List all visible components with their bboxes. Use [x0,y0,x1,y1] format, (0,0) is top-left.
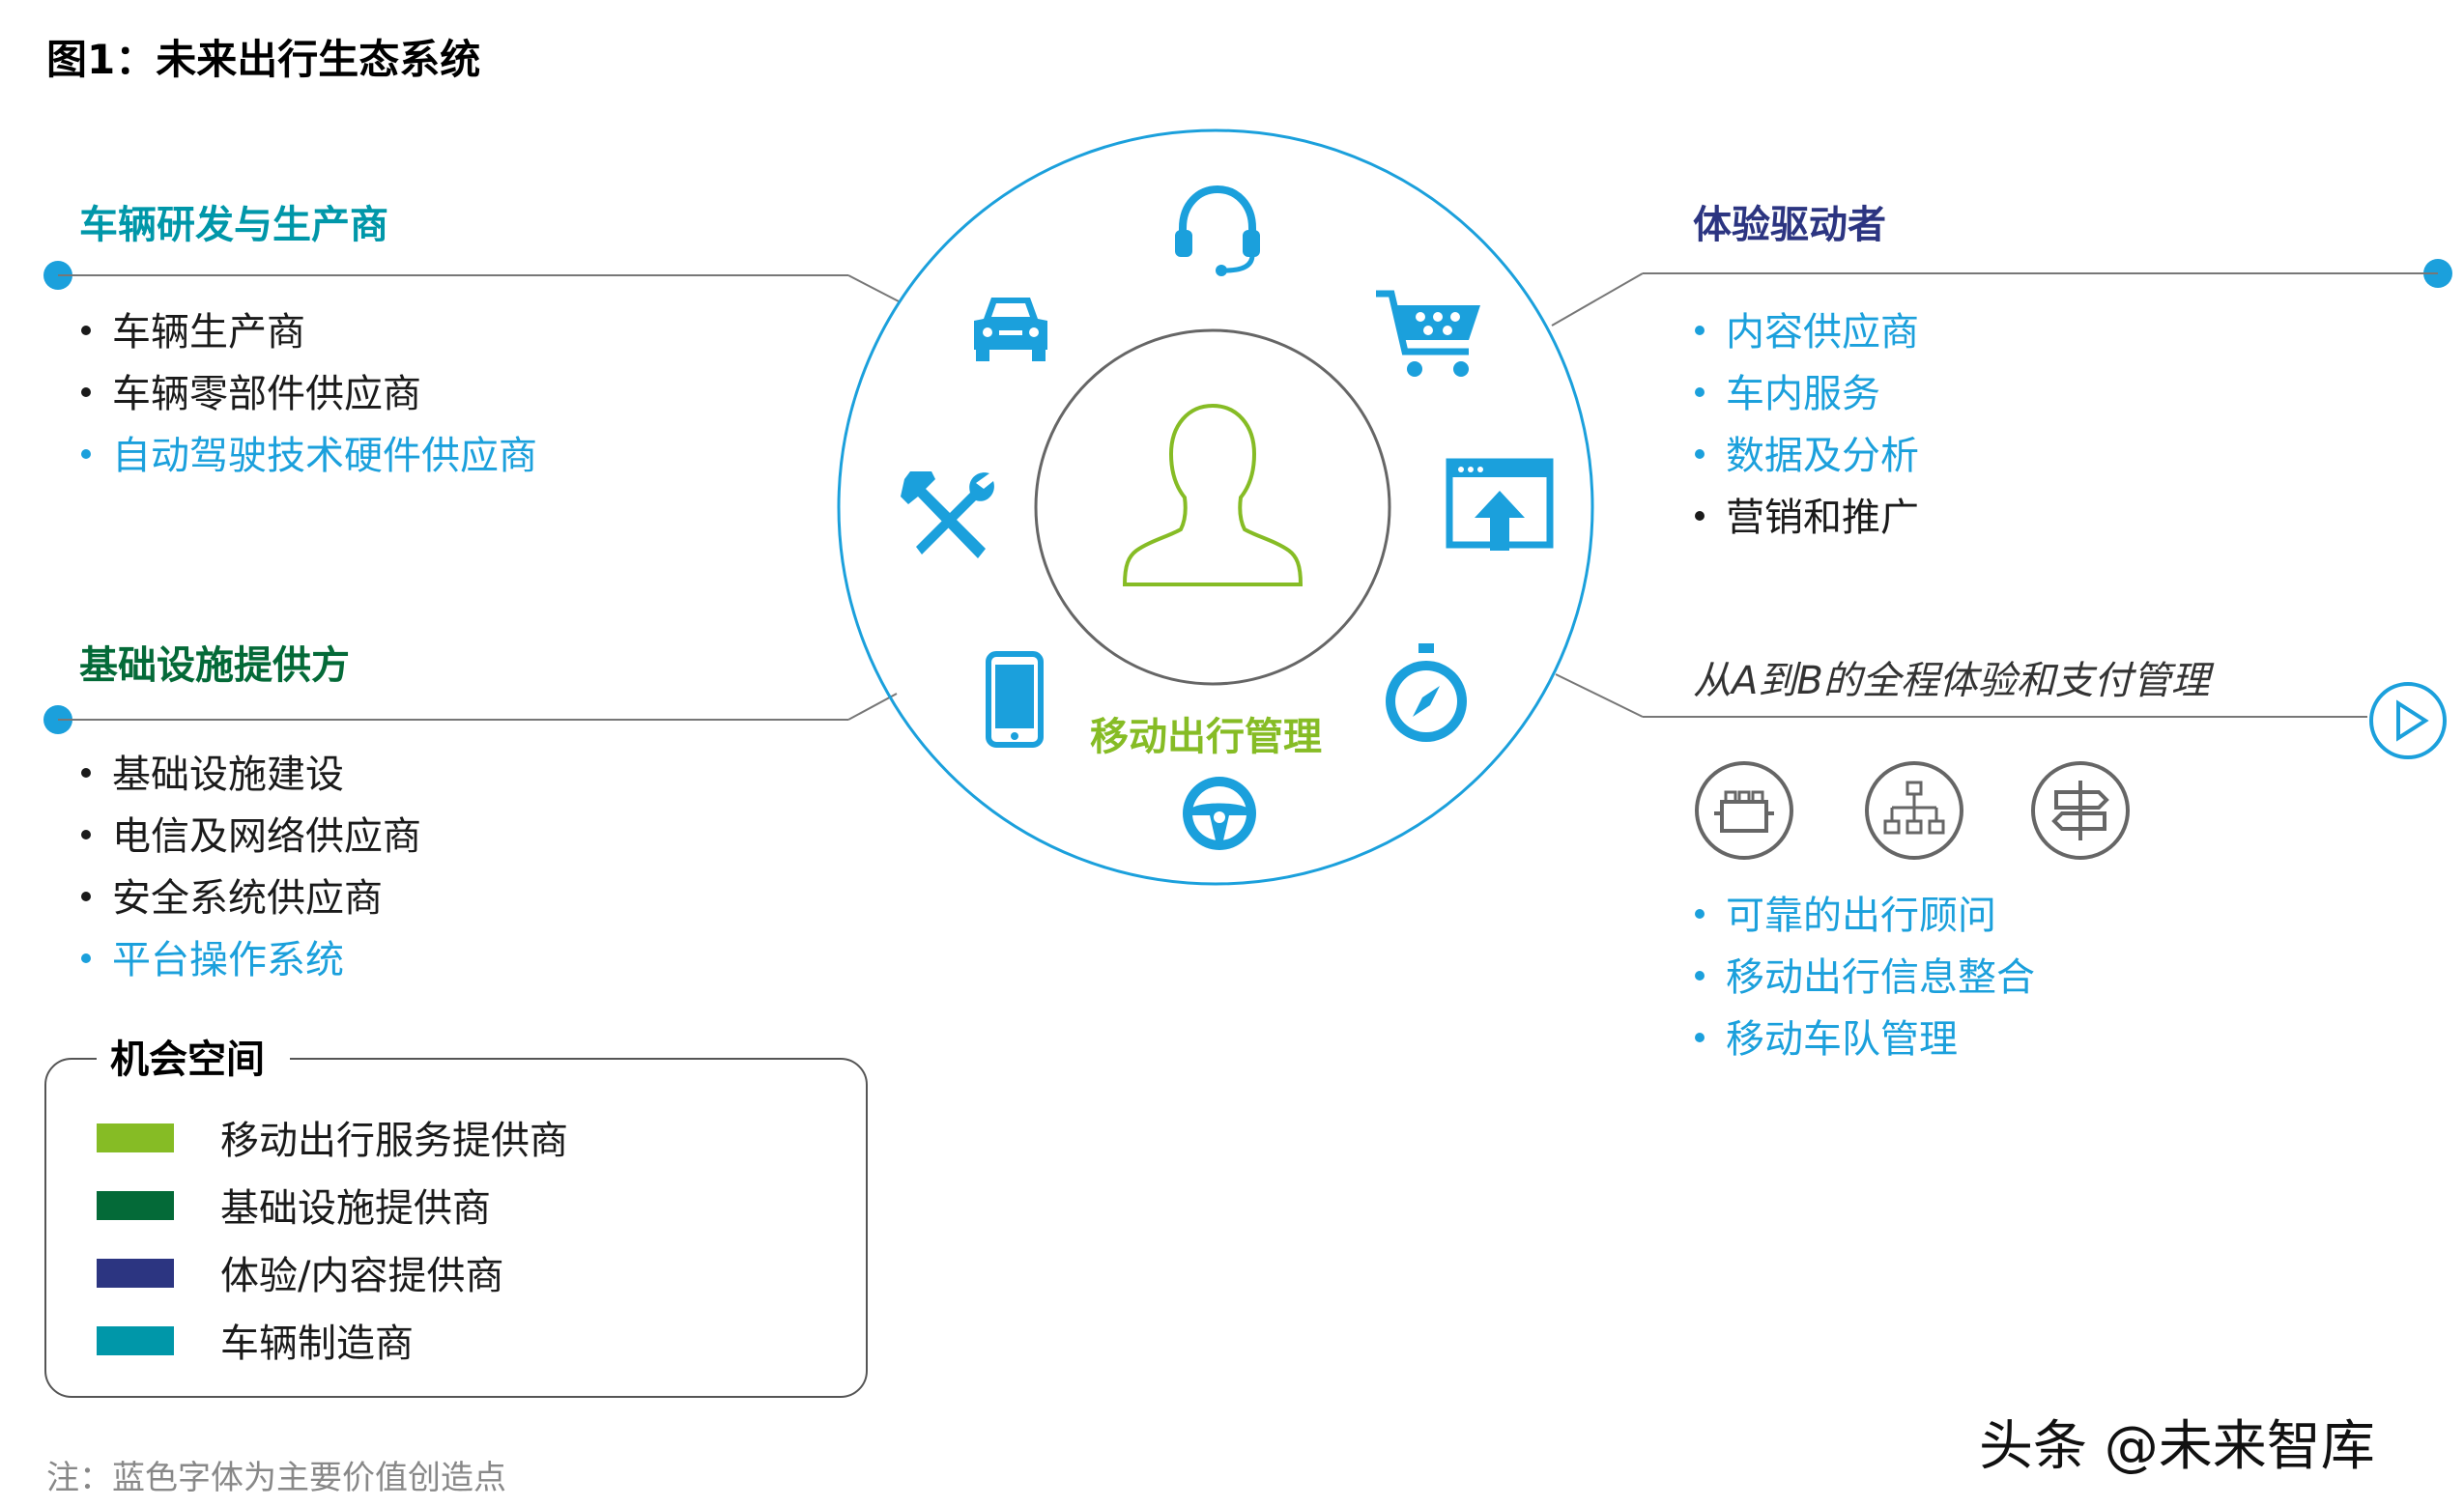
smartphone-icon [986,651,1044,748]
list-item: 可靠的出行顾问 [1695,896,1996,935]
footnote: 注：蓝色字体为主要价值创造点 [46,1459,506,1497]
legend-label: 基础设施提供商 [220,1186,491,1231]
person-icon [1122,403,1304,586]
list-item: 移动车队管理 [1695,1020,1958,1059]
steering-wheel-icon [1183,777,1256,850]
headset-icon [1175,185,1260,276]
ecosystem-ring [837,128,1594,886]
legend-swatch [97,1259,174,1288]
network-icon [1865,761,1963,860]
upload-window-icon [1446,458,1554,551]
car-icon [974,298,1047,361]
dashboard-icon [1695,761,1793,860]
list-item: 移动出行信息整合 [1695,958,2035,997]
legend-swatch [97,1191,174,1220]
list-item: 车辆生产商 [81,313,305,352]
legend-label: 车辆制造商 [220,1322,414,1366]
shopping-cart-icon [1376,290,1480,377]
legend-label: 体验/内容提供商 [220,1254,504,1298]
tools-icon [901,471,994,558]
legend-swatch [97,1326,174,1355]
watermark: 头条 @未来智库 [1979,1415,2375,1478]
list-item: 电信及网络供应商 [81,817,421,856]
legend-label: 移动出行服务提供商 [220,1119,568,1163]
list-item: 安全系统供应商 [81,879,383,918]
list-item: 车辆零部件供应商 [81,375,421,413]
list-item: 车内服务 [1695,375,1880,413]
center-label: 移动出行管理 [1090,715,1322,759]
list-item: 营销和推广 [1695,498,1919,537]
legend-title: 机会空间 [97,1028,290,1084]
list-item: 自动驾驶技术硬件供应商 [81,437,537,475]
signpost-icon [2031,761,2130,860]
experience-section-title: 体验驱动者 [1693,203,1886,247]
journey-caption: 从A到B的全程体验和支付管理 [1693,659,2210,703]
legend-swatch [97,1123,174,1152]
legend-box [44,1058,868,1398]
list-item: 内容供应商 [1695,313,1919,352]
list-item: 数据及分析 [1695,437,1919,475]
play-icon [2369,682,2447,759]
list-item: 基础设施建设 [81,755,344,794]
inner-ring [1034,328,1391,686]
compass-icon [1386,643,1467,742]
vehicle-section-title: 车辆研发与生产商 [79,203,388,247]
list-item: 平台操作系统 [81,941,344,980]
infra-section-title: 基础设施提供方 [79,643,350,688]
figure-title: 图1：未来出行生态系统 [46,36,481,83]
